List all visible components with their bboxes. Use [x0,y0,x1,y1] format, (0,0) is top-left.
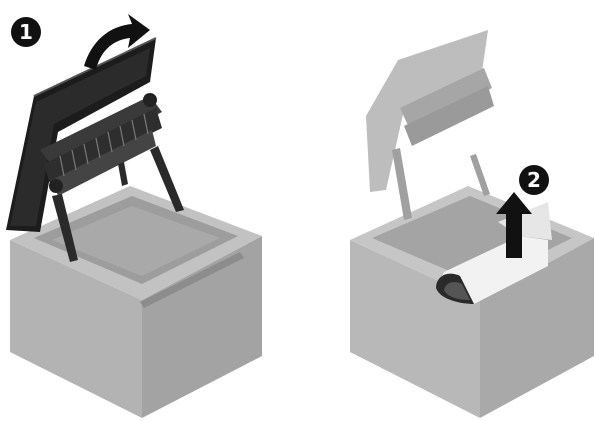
step-2-badge: 2 [519,165,549,195]
step-1-number: 1 [19,20,33,44]
printer-left-cover-open [6,14,262,418]
printer-right-paper [350,30,594,418]
step-2-number: 2 [527,168,541,192]
step-1-badge: 1 [11,17,41,47]
